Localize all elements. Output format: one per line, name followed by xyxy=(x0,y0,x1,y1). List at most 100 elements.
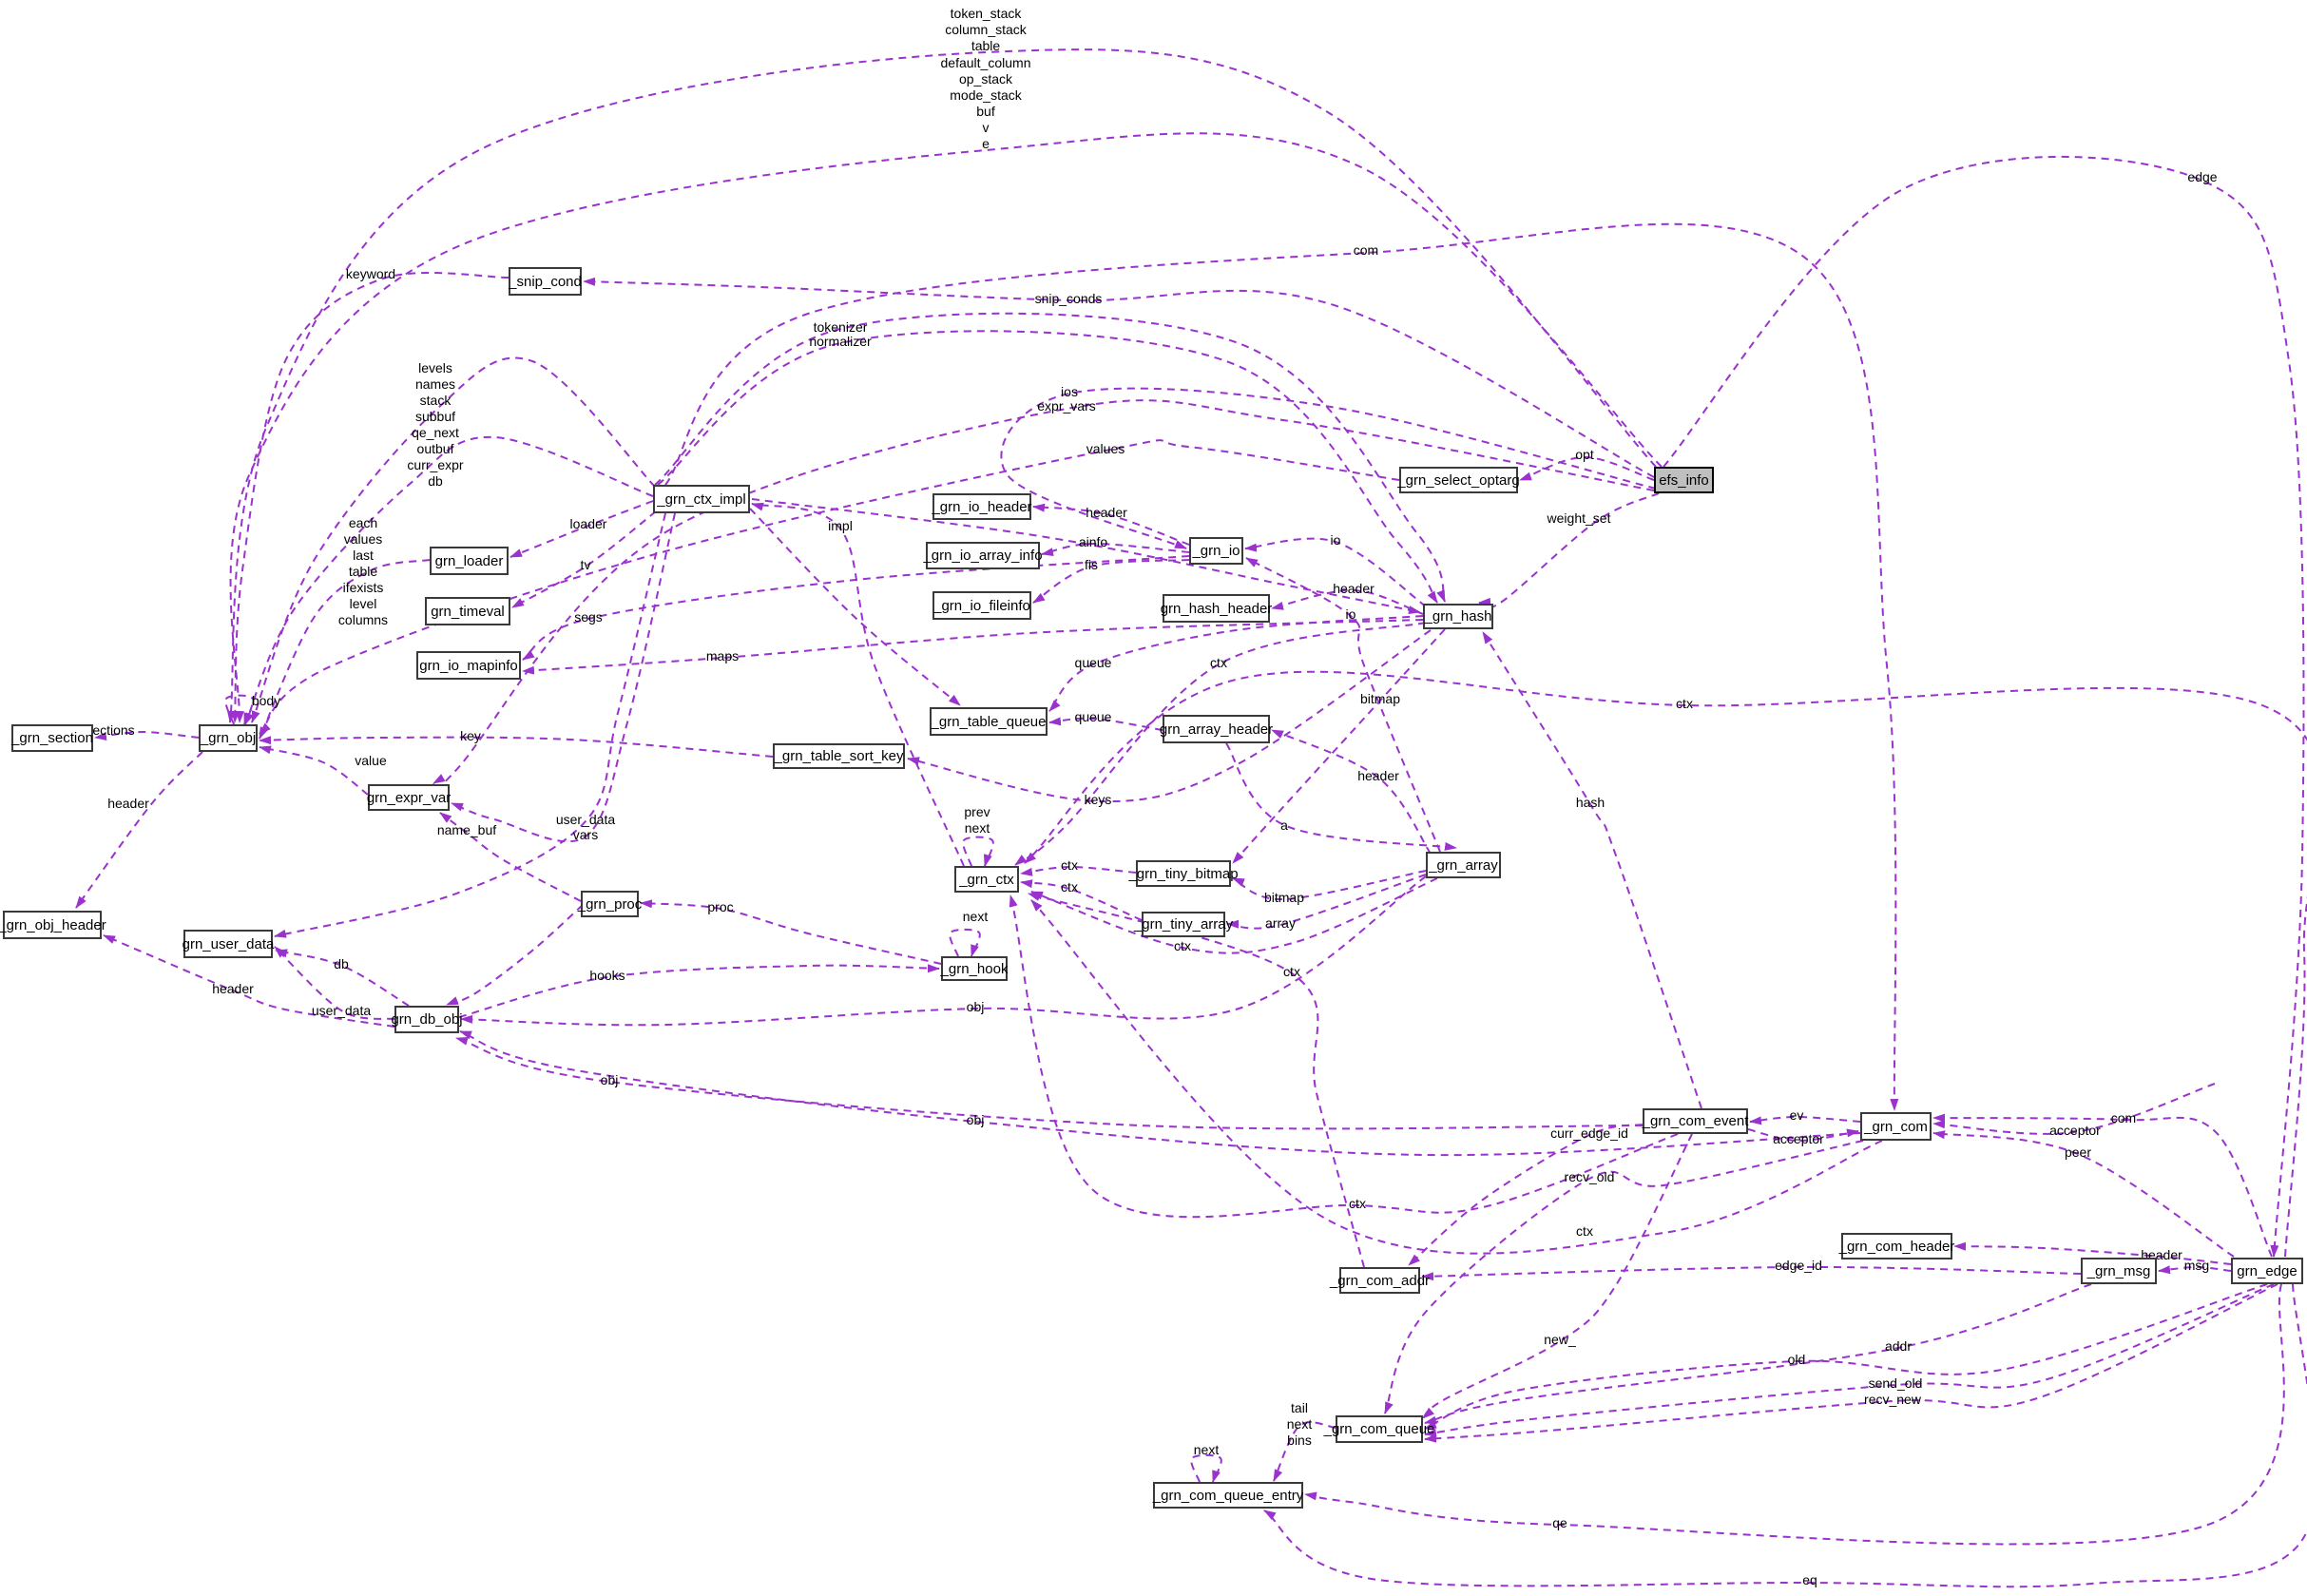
node-io[interactable]: _grn_io xyxy=(1189,537,1243,565)
node-array[interactable]: _grn_array xyxy=(1426,852,1501,878)
node-hash_header[interactable]: grn_hash_header xyxy=(1161,594,1272,623)
edge-label: com xyxy=(1353,242,1379,258)
edge xyxy=(1953,1241,2232,1265)
edge-label: ainfo xyxy=(1078,534,1108,549)
edge-label: prev xyxy=(964,804,990,819)
edge-label: ctx xyxy=(1061,879,1078,894)
node-tiny_bitmap[interactable]: _grn_tiny_bitmap xyxy=(1128,860,1239,887)
edge xyxy=(962,836,994,867)
node-snip_cond[interactable]: _snip_cond xyxy=(509,267,582,296)
edge xyxy=(1424,1283,2275,1437)
edge xyxy=(259,745,369,796)
edge-label: key xyxy=(460,728,481,743)
node-hash[interactable]: _grn_hash xyxy=(1423,604,1493,629)
edge xyxy=(1932,1113,2273,1258)
edge xyxy=(1232,870,1427,901)
node-io_array_info[interactable]: _grn_io_array_info xyxy=(923,542,1043,569)
edge xyxy=(274,512,666,938)
node-array_header[interactable]: grn_array_header xyxy=(1160,715,1273,743)
edge-label: next xyxy=(964,820,990,836)
node-select_optarg[interactable]: _grn_select_optarg xyxy=(1397,467,1520,493)
edge-label: bitmap xyxy=(1359,691,1401,706)
edge-label: loader xyxy=(569,516,607,531)
edge xyxy=(259,559,431,740)
node-loader[interactable]: grn_loader xyxy=(430,547,509,575)
edge xyxy=(1747,1128,1859,1143)
edge xyxy=(251,356,656,723)
edge-label: keyword xyxy=(345,266,396,281)
node-section[interactable]: _grn_section xyxy=(11,724,93,752)
edge xyxy=(446,904,584,1006)
node-hook[interactable]: _grn_hook xyxy=(941,956,1008,981)
node-com_header[interactable]: _grn_com_header xyxy=(1839,1233,1954,1259)
edge-label: curr_edge_id xyxy=(1550,1125,1628,1141)
edge xyxy=(751,498,1421,615)
node-edge[interactable]: grn_edge xyxy=(2231,1258,2303,1284)
edge xyxy=(1245,557,1441,853)
edge xyxy=(1000,387,1657,549)
node-efs[interactable]: efs_info xyxy=(1654,467,1714,493)
edge-label: hash xyxy=(1575,795,1605,810)
node-obj_header[interactable]: _grn_obj_header xyxy=(0,911,106,939)
edge-label: stack xyxy=(419,393,452,408)
edge xyxy=(459,1030,1861,1157)
node-tiny_array[interactable]: _grn_tiny_array xyxy=(1134,912,1233,937)
edge xyxy=(522,555,1190,661)
edge-label: values xyxy=(1086,441,1125,456)
node-queue_entry[interactable]: _grn_com_queue_entry xyxy=(1153,1482,1303,1509)
edge xyxy=(275,949,410,1007)
edge-label: edge xyxy=(2187,169,2218,184)
node-ctx_impl[interactable]: _grn_ctx_impl xyxy=(653,485,750,513)
edge xyxy=(1304,1283,2285,1546)
node-com_event[interactable]: _grn_com_event xyxy=(1643,1108,1748,1134)
edge xyxy=(1020,865,1137,876)
edge-label: old xyxy=(1787,1352,1806,1367)
node-expr_var[interactable]: grn_expr_var xyxy=(367,784,451,811)
node-com_addr[interactable]: _grn_com_addr xyxy=(1330,1267,1430,1294)
node-com[interactable]: _grn_com xyxy=(1860,1112,1932,1141)
edges xyxy=(75,48,2307,1588)
edge xyxy=(1271,588,1424,615)
edge-label: queue xyxy=(1074,709,1112,724)
node-timeval[interactable]: grn_timeval xyxy=(425,597,510,625)
node-db_obj[interactable]: grn_db_obj xyxy=(391,1006,463,1033)
edge-label: bitmap xyxy=(1263,890,1305,905)
edge-label: snip_conds xyxy=(1034,291,1103,306)
node-ctx[interactable]: _grn_ctx xyxy=(954,866,1019,893)
edge xyxy=(751,502,965,867)
edge-label: qe_next xyxy=(412,425,459,440)
node-mapinfo[interactable]: grn_io_mapinfo xyxy=(416,651,521,680)
node-obj[interactable]: _grn_obj xyxy=(199,724,258,752)
node-sort_key[interactable]: _grn_table_sort_key xyxy=(773,743,905,769)
edge xyxy=(1384,1140,1864,1414)
edge xyxy=(1225,742,1457,851)
edge-label: next xyxy=(962,909,989,924)
edge xyxy=(511,510,657,608)
node-com_queue[interactable]: _grn_com_queue xyxy=(1324,1415,1434,1443)
node-msg[interactable]: _grn_msg xyxy=(2081,1258,2157,1284)
edge xyxy=(1273,1421,1336,1482)
edge-label: recv_new xyxy=(1864,1392,1921,1407)
edge-label: normalizer xyxy=(809,334,872,349)
edge-label: each xyxy=(348,515,378,530)
node-proc[interactable]: _grn_proc xyxy=(578,891,642,917)
edge xyxy=(1041,542,1190,557)
node-io_fileinfo[interactable]: _grn_io_fileinfo xyxy=(932,591,1031,620)
edge-label: default_column xyxy=(940,55,1031,70)
edge-label: weight_set xyxy=(1547,510,1611,526)
edge-label: values xyxy=(343,531,383,547)
node-user_data[interactable]: grn_user_data xyxy=(183,930,274,958)
edge xyxy=(640,899,942,965)
node-io_header[interactable]: _grn_io_header xyxy=(932,493,1032,520)
edge-label: msg xyxy=(2183,1258,2210,1273)
edge-label: com xyxy=(2110,1110,2137,1125)
edge xyxy=(94,730,200,741)
edge xyxy=(1408,1124,1644,1266)
edge-label: name_buf xyxy=(436,822,497,837)
edge-label: keys xyxy=(1084,792,1112,807)
edge xyxy=(509,500,654,558)
edge-label: acceptor xyxy=(2049,1123,2101,1138)
edge-label: new_ xyxy=(1544,1332,1576,1347)
node-table_queue[interactable]: _grn_table_queue xyxy=(930,707,1048,736)
edge xyxy=(1032,503,1190,546)
